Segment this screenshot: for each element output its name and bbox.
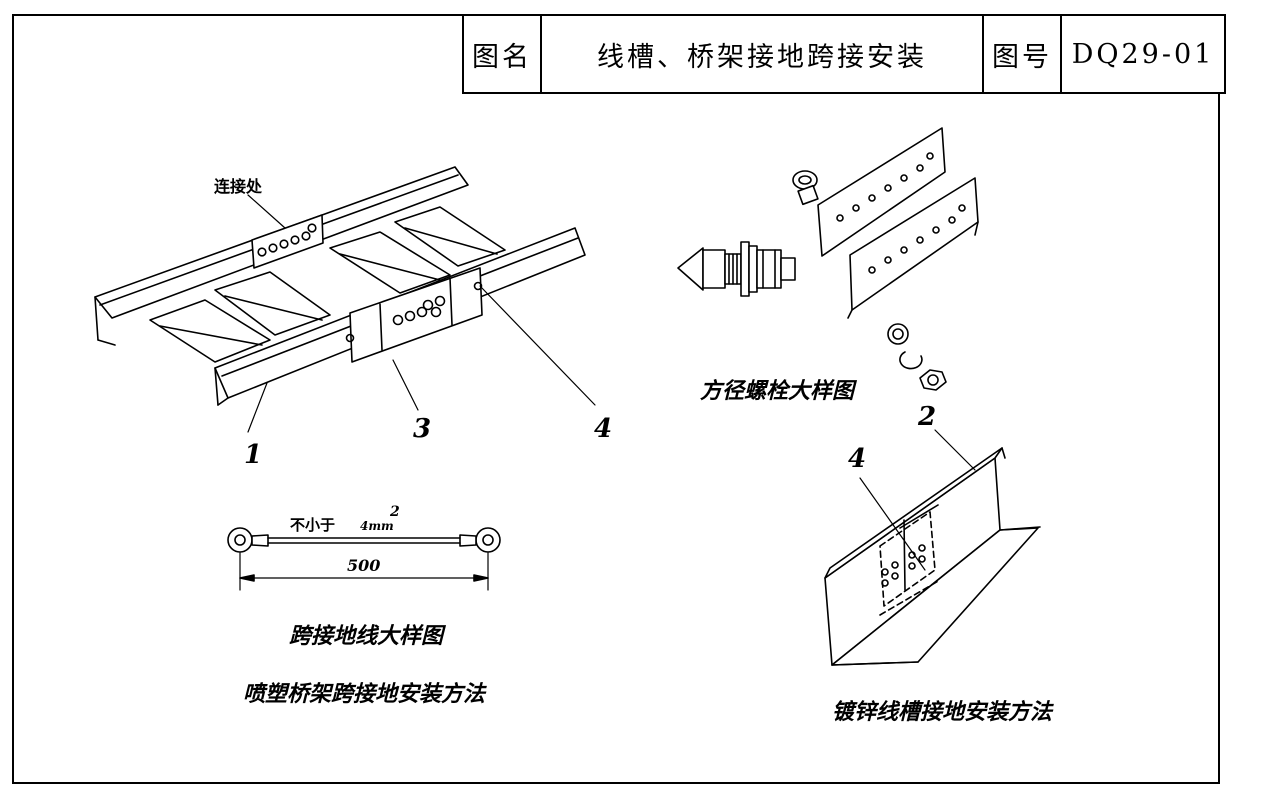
- jumper-length-dimension: 500: [347, 556, 380, 575]
- jumper-spec-area: 4mm: [360, 519, 394, 533]
- drawing-name-label: 图名: [462, 14, 542, 94]
- bolt-detail-title: 方径螺栓大样图: [700, 378, 858, 404]
- bonding-jumper-detail: [227, 527, 501, 591]
- callout-4-right: 4: [848, 444, 866, 474]
- cable-ladder-tray: [94, 166, 596, 433]
- bolt-detail: [677, 127, 979, 391]
- galvanized-trunking-method-title: 镀锌线槽接地安装方法: [832, 699, 1054, 725]
- jumper-detail-title: 跨接地线大样图: [289, 623, 447, 649]
- drawing-number-value: DQ29-01: [1060, 14, 1226, 94]
- jumper-spec-text: 不小于: [290, 516, 335, 534]
- galvanized-trunking: [824, 429, 1041, 666]
- connection-label: 连接处: [214, 177, 263, 196]
- callout-4-left: 4: [594, 414, 612, 444]
- drawing-sheet-border: [12, 14, 1220, 784]
- callout-3: 3: [413, 414, 431, 444]
- sprayed-tray-method-title: 喷塑桥架跨接地安装方法: [243, 681, 487, 707]
- drawing-number-label: 图号: [982, 14, 1062, 94]
- jumper-spec-superscript: 2: [389, 504, 400, 520]
- callout-2: 2: [917, 402, 936, 432]
- drawing-name-value: 线槽、桥架接地跨接安装: [540, 14, 984, 94]
- callout-1: 1: [244, 440, 262, 470]
- title-block: 图名 线槽、桥架接地跨接安装 图号 DQ29-01: [462, 14, 1226, 94]
